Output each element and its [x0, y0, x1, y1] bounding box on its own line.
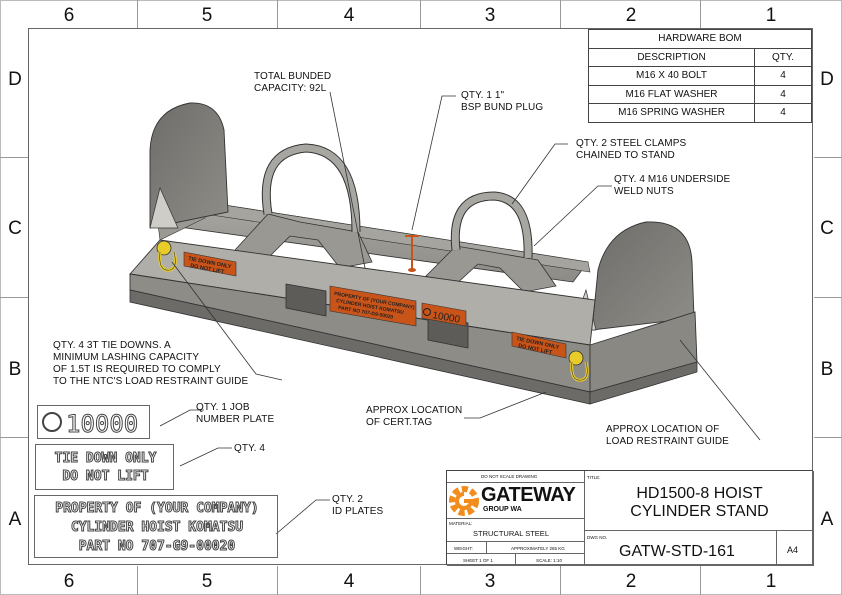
company-name: GATEWAY: [481, 484, 576, 506]
gateway-gear-logo-icon: [449, 486, 479, 516]
zone-row-label: A: [820, 509, 834, 530]
job-plate-on-stand-text: 10000: [431, 310, 461, 326]
zone-col-label: 2: [625, 5, 637, 26]
zone-col-label: 1: [765, 571, 777, 592]
zone-col-label: 5: [201, 571, 213, 592]
sheet-size: A4: [787, 545, 799, 555]
scale: SCALE: 1:10: [536, 558, 563, 563]
zone-col-label: 5: [201, 5, 213, 26]
id-plate-on-stand: [329, 285, 417, 327]
company-logo-cell: GATEWAY GROUP WA: [447, 483, 585, 519]
right-end-plate: [591, 221, 695, 331]
zone-col-label: 3: [484, 5, 496, 26]
note-tie-down-plate: QTY. 4: [234, 443, 265, 454]
zone-col-label: 4: [343, 5, 355, 26]
zone-tick: [560, 0, 561, 28]
zone-row-label: C: [8, 218, 22, 239]
zone-col-label: 1: [765, 5, 777, 26]
forklift-pocket: [285, 283, 327, 317]
saddle-right: [425, 245, 557, 293]
material-label: MATERIAL:: [449, 521, 473, 526]
title-block: DO NOT SCALE DRAWING GATEWAY GROUP WA MA…: [446, 470, 814, 566]
gateway-g-icon: [42, 412, 62, 432]
job-plate-on-stand: [421, 302, 467, 327]
zone-tick: [700, 566, 701, 595]
zone-col-label: 2: [625, 571, 637, 592]
zone-col-label: 4: [343, 571, 355, 592]
zone-tick: [814, 297, 842, 298]
zone-row-label: C: [820, 218, 834, 239]
zone-tick: [0, 437, 28, 438]
hardware-bom-table: HARDWARE BOM DESCRIPTION QTY. M16 X 40 B…: [588, 29, 812, 123]
zone-row-label: A: [8, 509, 22, 530]
zone-row-label: B: [8, 359, 22, 380]
shackle-left: [156, 240, 177, 272]
zone-tick: [420, 566, 421, 595]
zone-tick: [560, 566, 561, 595]
tie-down-label-left: [183, 251, 237, 277]
title-label: TITLE:: [587, 475, 601, 480]
tie-down-label-right: [511, 331, 567, 359]
id-plate-detail: PROPERTY OF (YOUR COMPANY) CYLINDER HOIS…: [34, 495, 278, 558]
weight-value: APPROXIMATELY 265 KG: [511, 546, 565, 551]
weight-label: WEIGHT:: [454, 546, 473, 551]
zone-row-label: B: [820, 359, 834, 380]
zone-tick: [814, 157, 842, 158]
zone-col-label: 3: [484, 571, 496, 592]
dwg-no-label: DWG NO.: [587, 535, 608, 540]
job-number-plate-detail: 10000: [37, 405, 150, 439]
zone-tick: [0, 157, 28, 158]
zone-col-label: 6: [63, 571, 75, 592]
zone-tick: [137, 566, 138, 595]
zone-row-label: D: [820, 69, 834, 90]
drawing-number: GATW-STD-161: [619, 543, 735, 560]
note-bund-plug: QTY. 1 1"BSP BUND PLUG: [461, 90, 544, 113]
zone-tick: [137, 0, 138, 28]
zone-tick: [277, 566, 278, 595]
zone-tick: [0, 297, 28, 298]
zone-tick: [700, 0, 701, 28]
zone-tick: [420, 0, 421, 28]
saddle-left: [234, 213, 373, 269]
shackle-right: [568, 350, 589, 382]
material-value: STRUCTURAL STEEL: [473, 529, 549, 538]
company-sub: GROUP WA: [483, 506, 522, 513]
left-end-plate: [149, 102, 229, 229]
zone-tick: [814, 437, 842, 438]
zone-row-label: D: [8, 69, 22, 90]
zone-col-label: 6: [63, 5, 75, 26]
zone-tick: [277, 0, 278, 28]
do-not-scale-note: DO NOT SCALE DRAWING: [481, 474, 538, 479]
left-gusset: [149, 186, 179, 229]
sheet-number: SHEET 1 OF 1: [463, 558, 493, 563]
leader-lines: [159, 91, 761, 535]
tie-down-plate-detail: TIE DOWN ONLY DO NOT LIFT: [35, 444, 174, 490]
drawing-frame: [28, 28, 813, 565]
